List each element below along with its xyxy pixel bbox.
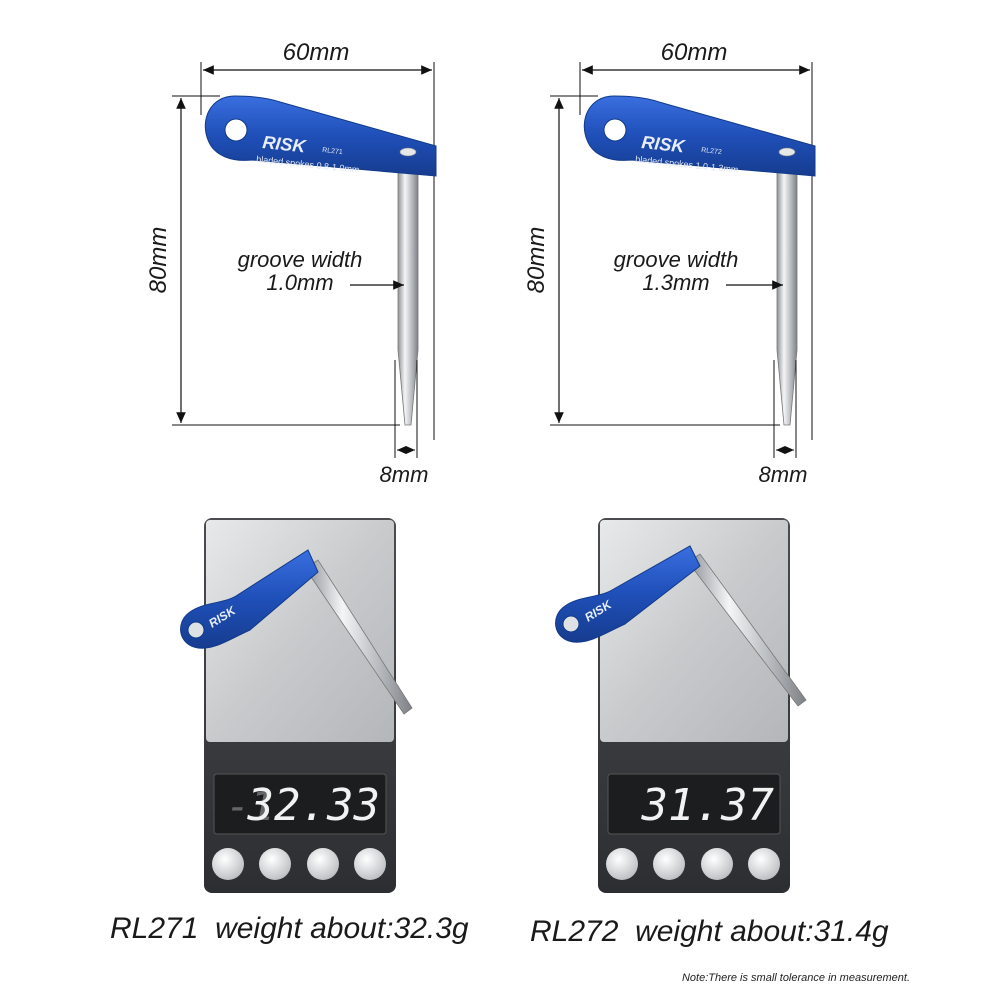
scale-button xyxy=(748,848,780,880)
height-label: 80mm xyxy=(145,227,172,294)
handle xyxy=(204,95,437,177)
scale-button xyxy=(653,848,685,880)
width-label: 60mm xyxy=(283,39,350,66)
scale-display xyxy=(213,773,387,835)
scale-button xyxy=(307,848,339,880)
groove-value: 1.0mm xyxy=(266,270,333,295)
groove-label: groove width xyxy=(238,247,363,272)
caption-rl272: RL272 weight about:31.4g xyxy=(530,915,889,948)
scale-plate xyxy=(206,520,394,742)
scale-rl272: 31.37 RISK xyxy=(555,518,807,893)
tool-model: RL271 xyxy=(322,147,343,156)
caption-rl271: RL271 weight about:32.3g xyxy=(110,912,469,945)
scale-reading: 31.37 xyxy=(641,780,775,831)
hanging-hole xyxy=(603,118,627,142)
scale-button xyxy=(701,848,733,880)
scale-button xyxy=(212,848,244,880)
pin-on-scale xyxy=(687,553,807,707)
groove-label: groove width xyxy=(614,247,739,272)
pin xyxy=(776,159,798,426)
handle-on-scale xyxy=(555,545,701,643)
scale-display xyxy=(607,773,781,835)
scale-reading: 32.33 xyxy=(247,780,380,831)
tool-logo: RISK xyxy=(262,132,309,157)
hanging-hole xyxy=(224,118,248,142)
tool-logo: RISK xyxy=(641,132,688,157)
scale-rl271: -1 32.33 RISK xyxy=(180,518,413,893)
tip-label: 8mm xyxy=(759,462,808,487)
tool-model: RL272 xyxy=(701,147,722,156)
width-label: 60mm xyxy=(661,39,728,66)
tip-label: 8mm xyxy=(380,462,429,487)
groove-value: 1.3mm xyxy=(642,270,709,295)
scale-button xyxy=(354,848,386,880)
pin xyxy=(397,159,419,426)
tolerance-note: Note:There is small tolerance in measure… xyxy=(681,972,910,984)
handle-on-scale xyxy=(180,549,319,649)
diagram-rl271: 60mm 80mm RISK RL271 bladed spokes 0.8-1… xyxy=(145,39,437,487)
scale-button xyxy=(606,848,638,880)
diagram-rl272: 60mm 80mm RISK RL272 bladed spokes 1.0-1… xyxy=(523,39,816,487)
scale-prefix: -1 xyxy=(226,784,274,830)
height-label: 80mm xyxy=(523,227,550,294)
handle xyxy=(583,95,816,177)
scale-button xyxy=(259,848,291,880)
